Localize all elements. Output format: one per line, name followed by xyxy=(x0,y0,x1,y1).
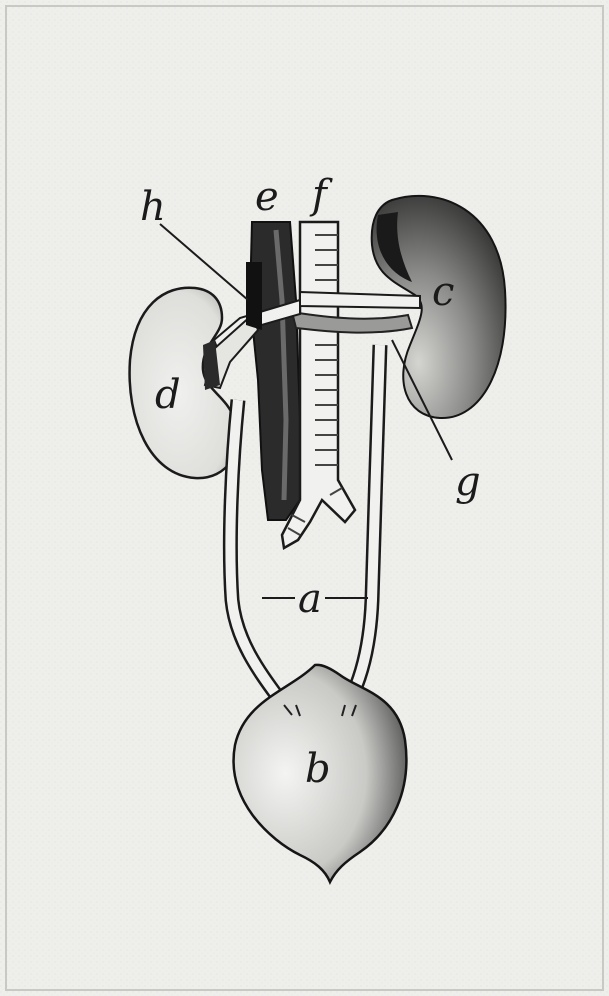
label-a: a xyxy=(298,576,322,622)
label-e: e xyxy=(255,174,279,220)
label-b: b xyxy=(305,746,331,792)
label-g: g xyxy=(455,459,481,505)
label-c: c xyxy=(432,269,454,315)
label-h: h xyxy=(140,184,166,230)
adrenal-dark xyxy=(246,262,262,330)
right-renal-artery xyxy=(300,292,420,308)
label-d: d xyxy=(155,372,181,418)
